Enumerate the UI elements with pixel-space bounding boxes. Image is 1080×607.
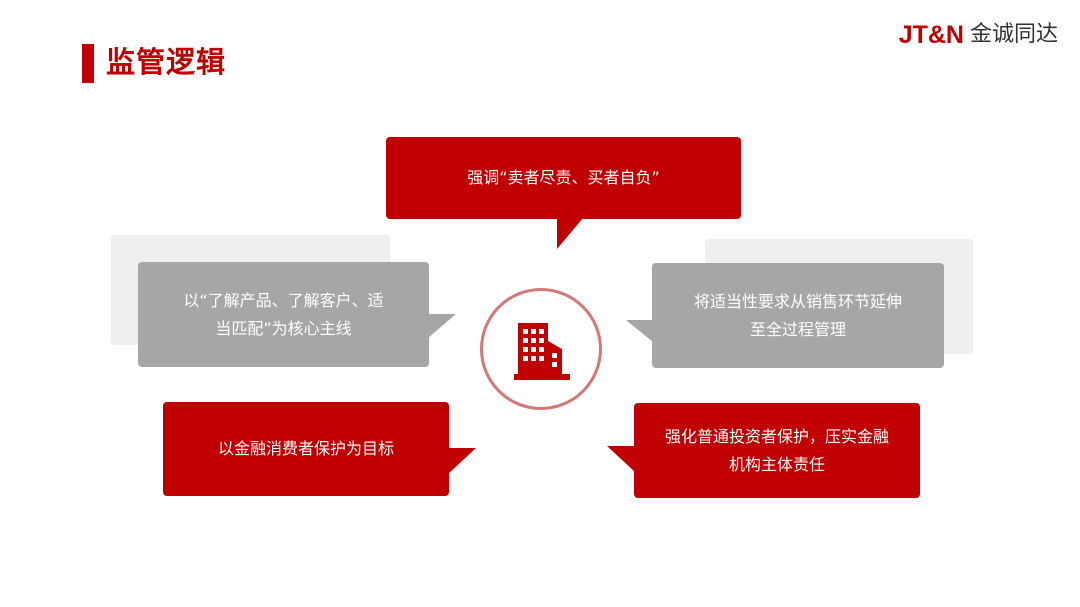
- title-accent-bar: [82, 44, 94, 83]
- bubble-bottom-right-line2: 机构主体责任: [728, 454, 825, 474]
- bubble-bottom-left-tail: [448, 448, 476, 474]
- bubble-right-line2: 至全过程管理: [749, 319, 846, 339]
- brand-logo: JT&N 金诚同达: [899, 20, 1058, 50]
- bubble-bottom-right-line1: 强化普通投资者保护，压实金融: [664, 426, 889, 446]
- bubble-left-line1: 以“了解产品、了解客户、适: [183, 290, 384, 310]
- bubble-top-tail: [557, 218, 583, 249]
- bubble-top: 强调“卖者尽责、买者自负”: [386, 137, 741, 219]
- bubble-right-line1: 将适当性要求从销售环节延伸: [693, 291, 902, 311]
- bubble-left: 以“了解产品、了解客户、适 当匹配”为核心主线: [138, 262, 429, 367]
- logo-english: JT&N: [898, 21, 964, 49]
- bubble-top-text: 强调“卖者尽责、买者自负”: [467, 168, 660, 187]
- logo-chinese: 金诚同达: [969, 22, 1058, 47]
- bubble-left-tail: [428, 314, 456, 338]
- bubble-bottom-left-text: 以金融消费者保护为目标: [217, 439, 394, 458]
- building-icon: [514, 323, 570, 380]
- bubble-bottom-right-tail: [607, 446, 635, 472]
- bubble-right: 将适当性要求从销售环节延伸 至全过程管理: [652, 263, 944, 368]
- bubble-right-tail: [626, 320, 653, 342]
- bubble-bottom-right: 强化普通投资者保护，压实金融 机构主体责任: [634, 403, 920, 498]
- page-title: 监管逻辑: [106, 45, 227, 79]
- center-ring: [480, 288, 602, 410]
- bubble-bottom-left: 以金融消费者保护为目标: [163, 402, 449, 496]
- bubble-left-line2: 当匹配”为核心主线: [215, 318, 352, 338]
